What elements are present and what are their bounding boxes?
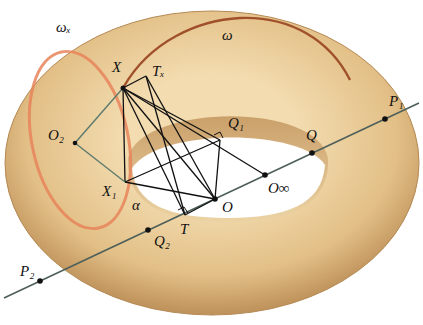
- right-angle-mark: [178, 207, 188, 213]
- point-label: Q₂: [154, 234, 170, 249]
- meridian-circle: [14, 42, 145, 238]
- point-label: X: [112, 60, 121, 75]
- point-label: Q₁: [228, 116, 244, 131]
- point-label: T: [180, 222, 188, 237]
- point-label: α: [132, 198, 140, 213]
- point-label: ωₓ: [56, 20, 71, 35]
- point-label: P₁: [389, 94, 403, 109]
- torus-inner-wall: [128, 116, 328, 222]
- point-label: P₂: [20, 264, 34, 279]
- point-label: X₁: [102, 184, 116, 199]
- point-label: O₂: [48, 128, 64, 143]
- construction-lines: [123, 76, 265, 215]
- points: [37, 86, 388, 284]
- omega-curve: [123, 18, 350, 88]
- torus-hole: [132, 138, 325, 218]
- right-angle-mark: [214, 132, 223, 138]
- point-label: O: [222, 200, 233, 215]
- torus-surface: [5, 11, 419, 315]
- axis-line: [4, 103, 419, 298]
- point-label: Tₓ: [152, 64, 165, 79]
- point-label: O∞: [268, 181, 290, 196]
- point-label: Q: [306, 128, 317, 143]
- point-label: ω: [222, 28, 233, 43]
- radius-lines: [75, 88, 125, 182]
